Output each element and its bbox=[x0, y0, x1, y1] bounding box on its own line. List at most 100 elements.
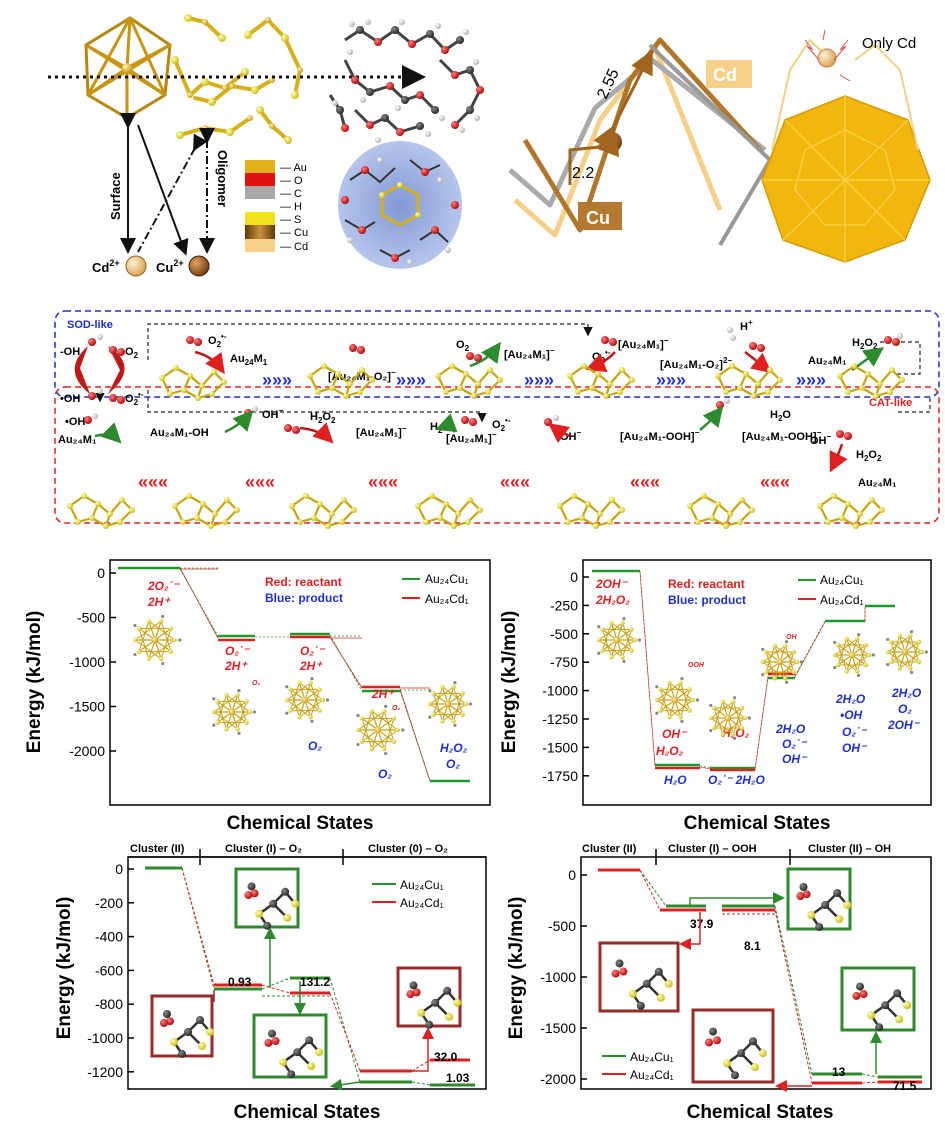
panel-a-legend-blue: Blue: product bbox=[265, 591, 343, 605]
row2-oh-dot-label: •OH bbox=[65, 416, 85, 428]
panel-a-yticks: 0-500-1000-1500-2000 bbox=[69, 565, 116, 759]
panel-c-ann-3: 32.0 bbox=[434, 1050, 458, 1064]
row2-oh-g-label: OH− bbox=[810, 432, 832, 447]
ytick-label: -600 bbox=[95, 962, 123, 978]
panel-d-legend-cd: Au₂₄Cd₁ bbox=[630, 1068, 674, 1082]
b-s2-p: H₂O bbox=[664, 773, 687, 787]
cluster-surface-fragment bbox=[67, 493, 135, 529]
au-cluster-structure bbox=[832, 633, 875, 677]
a-s5-p1: H₂O₂ bbox=[440, 741, 468, 755]
legend-label-cu: — Cu bbox=[280, 227, 308, 239]
legend-swatch-cu bbox=[245, 225, 275, 239]
ytick-label: -500 bbox=[548, 918, 576, 934]
ytick-label: -1500 bbox=[69, 699, 105, 715]
panel-a-state-labels: 2O₂˙⁻ 2H⁺ O₂˙⁻ 2H⁺ O₂˙⁻ 2H⁺ O₂ 2H⁺ O₂ H₂… bbox=[147, 579, 468, 781]
ytick-label: -2000 bbox=[540, 1071, 576, 1087]
panel-b-cluster-structures bbox=[596, 617, 928, 740]
panel-a-ylabel: Energy (kJ/mol) bbox=[24, 611, 45, 754]
panel-b-energy-diagram: Energy (kJ/mol) Chemical States 0-250-50… bbox=[499, 559, 932, 834]
ytick-label: -400 bbox=[95, 929, 123, 945]
cu-ion-ball bbox=[188, 255, 210, 277]
row2-h2o2-c-label: H2O2 bbox=[310, 411, 336, 425]
oh-dot-label: •OH bbox=[60, 393, 80, 405]
cluster-surface-fragment bbox=[415, 493, 483, 529]
panel-c-header-2: Cluster (I) – O₂ bbox=[225, 843, 302, 855]
row2-cluster-c-label: [Au₂₄M₁]− bbox=[356, 424, 407, 439]
structure-inset bbox=[234, 867, 300, 930]
protected-cluster-blob bbox=[338, 141, 462, 269]
structure-inset bbox=[786, 867, 852, 931]
o2-radical-in-label: O2•- bbox=[208, 332, 227, 349]
panel-d-header-3: Cluster (II) – OH bbox=[808, 843, 891, 855]
catalytic-mechanism-panel: SOD-like CAT-like -OH O2 •OH O2•- bbox=[54, 310, 940, 529]
panel-b-legend-cd: Au₂₄Cd₁ bbox=[820, 593, 864, 607]
row2-cluster-b-label: Au₂₄M₁-OH bbox=[150, 427, 209, 439]
au-cluster-structure bbox=[427, 681, 473, 727]
svg-text:»»»: »»» bbox=[524, 370, 554, 390]
state6-cluster-label: Au₂₄M₁ bbox=[808, 355, 847, 367]
cu-tag-label: Cu bbox=[586, 208, 610, 228]
top-right-site-panel: 2.55 2.2 Cd Cu Only Cd bbox=[508, 29, 931, 263]
cluster-surface-fragment bbox=[715, 363, 783, 399]
a-s1-r2: 2H⁺ bbox=[147, 595, 171, 609]
ytick-label: 0 bbox=[97, 565, 105, 581]
level-connector bbox=[639, 869, 661, 911]
au-cluster-structure bbox=[654, 677, 700, 723]
ytick-label: -1000 bbox=[540, 969, 576, 985]
cat-chevrons: «««««««««««««««««« bbox=[138, 472, 790, 492]
cluster-surface-fragment bbox=[159, 365, 227, 401]
a-s4-r: 2H⁺ bbox=[371, 687, 395, 701]
panel-a-legend-cd: Au₂₄Cd₁ bbox=[425, 592, 469, 606]
level-connector bbox=[774, 905, 813, 1075]
cluster-surface-fragment bbox=[172, 493, 240, 529]
cd-ion-label: Cd2+ bbox=[92, 258, 120, 275]
element-legend: — Au — O — C — H — S — Cu — Cd bbox=[245, 160, 308, 253]
h-plus-label: H+ bbox=[740, 318, 753, 333]
a-s3-p: O₂ bbox=[308, 739, 322, 753]
o2-radical-label-left: O2•- bbox=[125, 390, 144, 407]
legend-swatch-s bbox=[245, 212, 275, 225]
panel-d-ann-1: 37.9 bbox=[690, 917, 714, 931]
row2-cluster-g-label: Au₂₄M₁ bbox=[858, 477, 897, 489]
svg-text:«««: ««« bbox=[138, 472, 168, 492]
legend-swatch-c bbox=[245, 186, 275, 199]
oh-minus-label: -OH bbox=[60, 346, 80, 358]
level-connector bbox=[329, 992, 361, 1072]
level-connector bbox=[179, 567, 219, 639]
au-s-staple-motifs bbox=[173, 16, 303, 142]
au-cluster-structure bbox=[885, 630, 928, 674]
dopant-site-ball bbox=[602, 132, 622, 152]
level-connector bbox=[329, 634, 363, 692]
a-s2-r2: 2H⁺ bbox=[224, 659, 248, 673]
panel-a-legend-red: Red: reactant bbox=[265, 575, 342, 589]
row2-cluster-f-label: [Au₂₄M₁-OOH]− bbox=[742, 428, 822, 443]
sod-cycle-curved-arrow-2 bbox=[74, 346, 90, 394]
level-connector bbox=[411, 1059, 431, 1072]
panel-b-legend-red: Red: reactant bbox=[668, 577, 745, 591]
au13-core-cluster bbox=[84, 16, 172, 120]
reaction-arrows-small bbox=[94, 341, 885, 473]
panel-b-xlabel: Chemical States bbox=[684, 813, 831, 834]
panel-c-legend-cu: Au₂₄Cu₁ bbox=[400, 878, 444, 892]
level-connector bbox=[261, 984, 291, 994]
panel-d-header-1: Cluster (II) bbox=[582, 843, 637, 855]
panel-a-energy-diagram: Energy (kJ/mol) Chemical States 0-500-10… bbox=[24, 559, 491, 834]
panel-d-yticks: 0-500-1000-1500-2000 bbox=[540, 867, 587, 1087]
row2-h2o-f-label: H2O bbox=[770, 409, 791, 423]
cluster-surface-fragment bbox=[687, 493, 755, 529]
ytick-label: -1250 bbox=[542, 711, 578, 727]
top-left-structure-panel: — Au — O — C — H — S — Cu — Cd Surface O… bbox=[48, 14, 484, 277]
state3-cluster-label: [Au₂₄M₁]− bbox=[504, 346, 555, 361]
svg-text:»»»: »»» bbox=[796, 370, 826, 390]
level-connector bbox=[181, 867, 215, 990]
panel-b-legend-cu: Au₂₄Cu₁ bbox=[820, 573, 864, 587]
b-s4-p1: 2H₂O bbox=[775, 722, 806, 736]
a-mol-o2-1: O₂ bbox=[252, 680, 260, 687]
only-cd-label: Only Cd bbox=[862, 35, 916, 52]
b-s2-r: OH⁻ bbox=[662, 727, 688, 741]
b-s5-p2: •OH bbox=[840, 708, 863, 722]
ytick-label: 0 bbox=[570, 569, 578, 585]
svg-text:»»»: »»» bbox=[396, 370, 426, 390]
ytick-label: -1000 bbox=[87, 1030, 123, 1046]
